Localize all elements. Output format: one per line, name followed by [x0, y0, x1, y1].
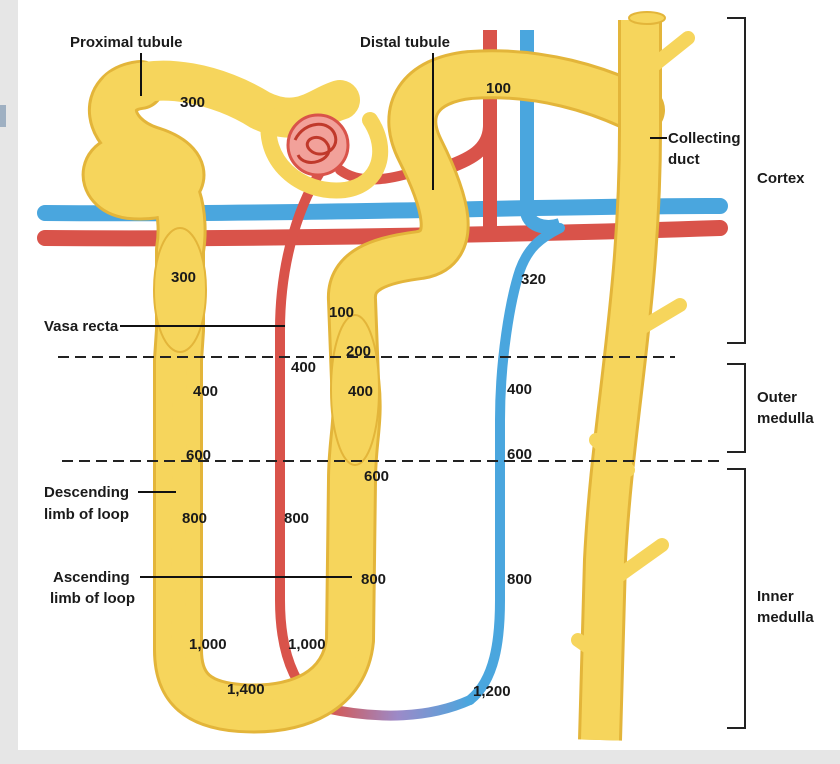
outer-medulla-label-1: Outer: [757, 389, 798, 406]
upper-proximal: [100, 60, 360, 138]
proximal-bulge: [153, 227, 207, 353]
inner-medulla-label-1: Inner: [757, 588, 794, 605]
bowmans-capsule: [260, 107, 389, 199]
ascending-limb-label-2: limb of loop: [50, 590, 135, 607]
osm-asc-200: 200: [346, 343, 372, 360]
loop-bottom: [171, 648, 357, 716]
descending-limb-thin: [171, 359, 187, 651]
vasa-recta-bottom: [320, 695, 475, 721]
vasa-recta-label: Vasa recta: [44, 318, 119, 335]
glomerulus-capillaries: [293, 122, 338, 164]
osm-desc-1000: 1,000: [189, 636, 227, 653]
osm-asc-600: 600: [364, 468, 390, 485]
osm-asc-100: 100: [329, 304, 355, 321]
collecting-duct-label-1: Collecting: [668, 130, 741, 147]
osm-vasa-1000: 1,000: [288, 636, 326, 653]
osm-desc-800: 800: [182, 510, 208, 527]
outer-medulla-bracket: [727, 363, 746, 453]
collecting-duct-label-2: duct: [668, 151, 700, 168]
cortex-bracket: [727, 17, 746, 344]
proximal-tubule-label: Proximal tubule: [70, 34, 183, 51]
osm-vein-320: 320: [521, 271, 547, 288]
distal-tubule-label: Distal tubule: [360, 34, 451, 51]
osm-vasa-800: 800: [284, 510, 310, 527]
outer-medulla-label-2: medulla: [757, 410, 814, 427]
osm-vein-800: 800: [507, 571, 533, 588]
inner-medulla-label-2: medulla: [757, 609, 814, 626]
osm-asc-400: 400: [348, 383, 374, 400]
osm-desc-400: 400: [193, 383, 219, 400]
osm-prox-bottom: 300: [171, 269, 197, 286]
osm-desc-600: 600: [186, 447, 212, 464]
side-tab: [0, 105, 6, 127]
ascending-bulge: [330, 314, 380, 466]
ascending-limb-label-1: Ascending: [53, 569, 130, 586]
inner-medulla-bracket: [727, 468, 746, 729]
descending-limb-label-2: limb of loop: [44, 506, 129, 523]
osm-vein-600: 600: [507, 446, 533, 463]
osm-vasa-400: 400: [291, 359, 317, 376]
vasa-recta-red: [275, 160, 335, 713]
collecting-duct-branches: [571, 31, 695, 672]
cortex-label: Cortex: [757, 170, 805, 187]
descending-limb-label-1: Descending: [44, 484, 130, 501]
osm-loop-bottom: 1,400: [227, 681, 265, 698]
osm-prox-top: 300: [180, 94, 206, 111]
osm-vein-bottom: 1,200: [473, 683, 511, 700]
vasa-recta-blue: [465, 223, 565, 705]
osm-distal-top: 100: [486, 80, 512, 97]
osm-asc-800: 800: [361, 571, 387, 588]
collecting-duct-top: [628, 11, 666, 25]
osm-vein-400: 400: [507, 381, 533, 398]
